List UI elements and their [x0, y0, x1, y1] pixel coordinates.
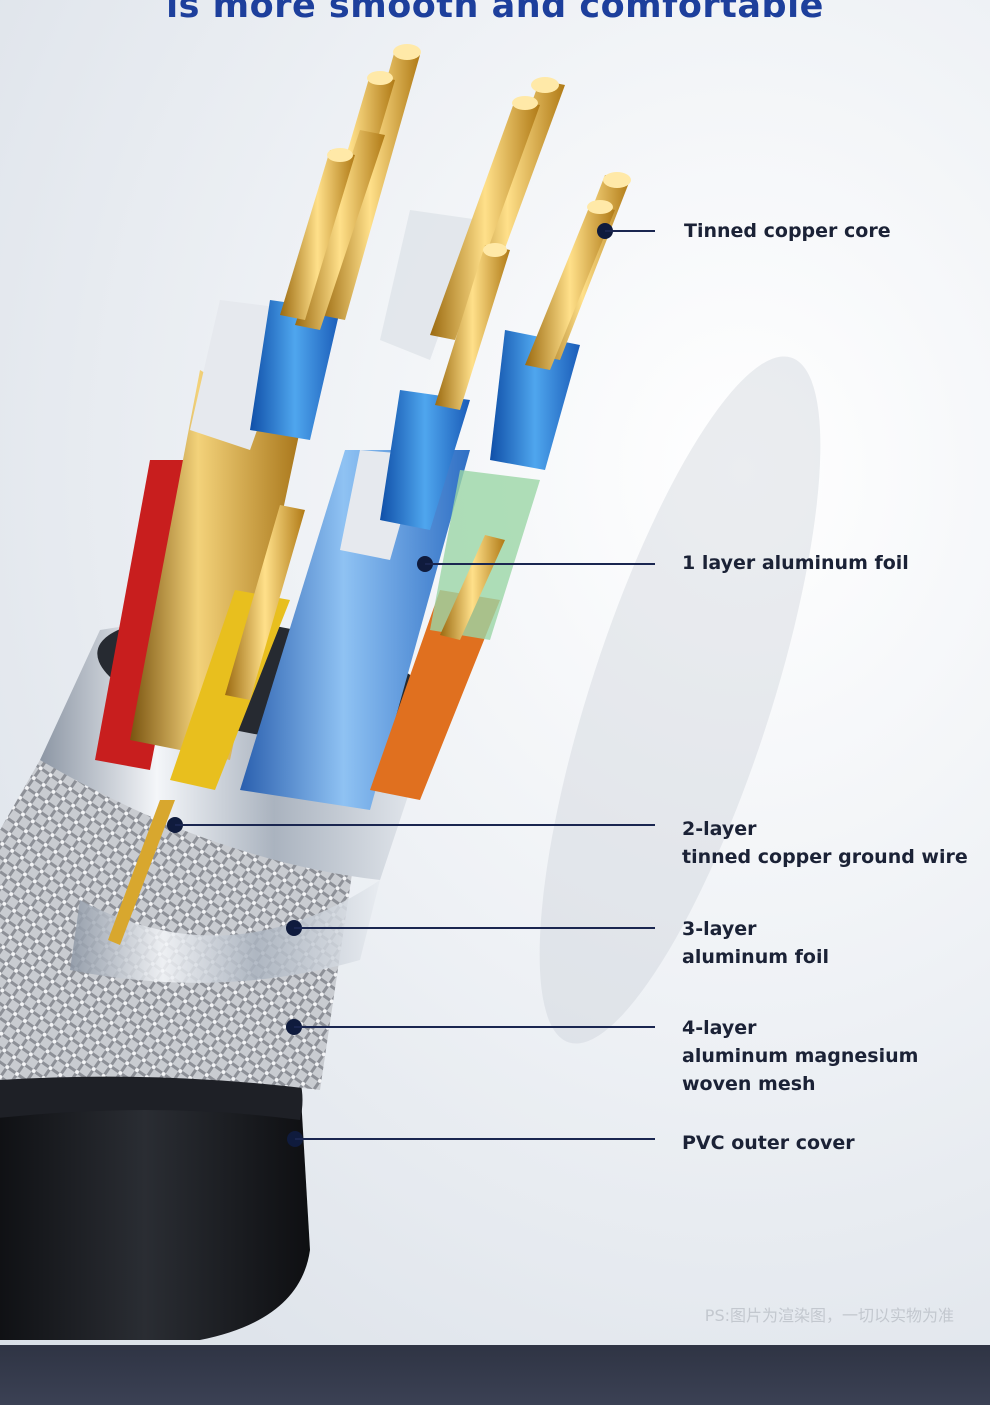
leader-line-pvc-outer-cover [295, 1138, 655, 1140]
callout-label-line2: aluminum magnesium [682, 1045, 919, 1067]
leader-line-layer2-ground-wire [175, 824, 655, 826]
callout-label: PVC outer cover [682, 1132, 855, 1154]
callout-tinned-copper-core: Tinned copper core [684, 217, 891, 245]
callout-label-line2: aluminum foil [682, 946, 829, 968]
leader-line-layer4-woven-mesh [294, 1026, 655, 1028]
callout-label-line2: tinned copper ground wire [682, 846, 968, 868]
headline: is more smooth and comfortable [166, 0, 824, 26]
render-disclaimer-note: PS:图片为渲染图，一切以实物为准 [704, 1306, 954, 1325]
bottom-band [0, 1345, 990, 1405]
callout-layer2-ground-wire: 2-layer tinned copper ground wire [682, 815, 968, 871]
callout-label: Tinned copper core [684, 220, 891, 242]
callout-label-line3: woven mesh [682, 1073, 816, 1095]
callout-label-line1: 3-layer [682, 918, 757, 940]
callout-label: 1 layer aluminum foil [682, 552, 909, 574]
callout-layer1-aluminum-foil: 1 layer aluminum foil [682, 549, 909, 577]
callout-layer3-aluminum-foil: 3-layer aluminum foil [682, 915, 829, 971]
leader-line-layer3-aluminum-foil [294, 927, 655, 929]
callout-layer4-woven-mesh: 4-layer aluminum magnesium woven mesh [682, 1014, 918, 1098]
leader-line-layer1-aluminum-foil [425, 563, 655, 565]
callout-label-line1: 2-layer [682, 818, 757, 840]
callout-pvc-outer-cover: PVC outer cover [682, 1129, 855, 1157]
leader-line-tinned-copper-core [605, 230, 655, 232]
cable-cross-section-illustration [0, 44, 631, 1340]
callout-label-line1: 4-layer [682, 1017, 757, 1039]
